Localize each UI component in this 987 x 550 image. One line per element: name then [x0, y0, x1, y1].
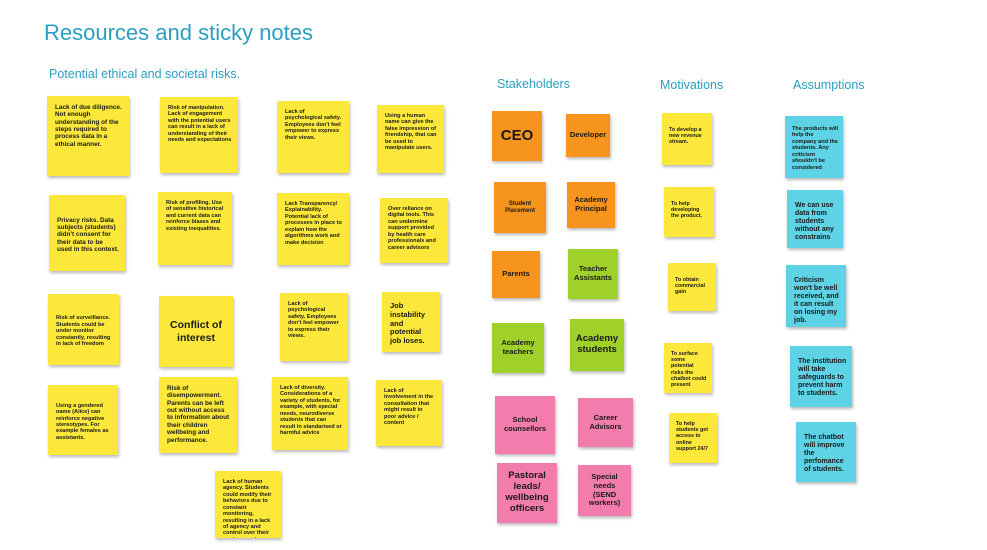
- ethics-note[interactable]: Privacy risks. Data subjects (students) …: [49, 195, 125, 271]
- assumption-note[interactable]: Criticism won't be well received, and it…: [786, 265, 846, 327]
- stakeholder-note[interactable]: Pastoral leads/ wellbeing officers: [497, 463, 557, 523]
- page-title: Resources and sticky notes: [44, 20, 314, 45]
- ethics-note[interactable]: Lack of diversity. Considerations of a v…: [272, 377, 348, 450]
- stakeholder-note[interactable]: Developer: [566, 114, 610, 157]
- ethics-note[interactable]: Risk of disempowerment. Parents can be l…: [159, 377, 237, 453]
- stakeholder-note[interactable]: Academy students: [570, 319, 624, 371]
- motivations-header: Motivations: [660, 78, 724, 92]
- ethics-note[interactable]: Risk of surveillance. Students could be …: [48, 294, 119, 365]
- ethics-note[interactable]: Using a gendered name (Alice) can reinfo…: [48, 385, 118, 455]
- stakeholders-header: Stakeholders: [497, 77, 570, 91]
- motivation-note[interactable]: To help developing the product.: [664, 187, 714, 237]
- ethics-note[interactable]: Lack of involvement in the consultation …: [376, 380, 442, 446]
- stakeholder-note[interactable]: Academy Principal: [567, 182, 615, 228]
- assumption-note[interactable]: The institution will take safeguards to …: [790, 346, 852, 407]
- assumption-note[interactable]: The products will help the company and t…: [785, 116, 843, 178]
- stakeholder-note[interactable]: CEO: [492, 111, 542, 161]
- ethics-note[interactable]: Job instability and potential job loses.: [382, 292, 440, 352]
- stakeholder-note[interactable]: Student Placement: [494, 182, 546, 233]
- assumptions-header: Assumptions: [793, 78, 865, 92]
- ethics-note[interactable]: Lack of psychological safety. Employees …: [277, 101, 349, 173]
- ethics-note[interactable]: Over reliance on digital tools. This can…: [380, 198, 448, 263]
- ethics-note[interactable]: Lack of psychological safety. Employees …: [280, 293, 348, 361]
- stakeholder-note[interactable]: School counsellors: [495, 396, 555, 454]
- ethics-note[interactable]: Risk of manipulation. Lack of engagement…: [160, 97, 238, 173]
- motivation-note[interactable]: To help students get access to online su…: [669, 413, 717, 463]
- stakeholder-note[interactable]: Teacher Assistants: [568, 249, 618, 299]
- ethics-note[interactable]: Lack Transparency/ Explainability. Poten…: [277, 193, 349, 265]
- ethics-note[interactable]: Risk of profiling. Use of sensitive hist…: [158, 192, 232, 265]
- ethics-note[interactable]: Lack of human agency. Students could mod…: [215, 471, 281, 538]
- ethics-note[interactable]: Lack of due diligence. Not enough unders…: [47, 96, 129, 176]
- motivation-note[interactable]: To obtain commercial gain: [668, 263, 716, 311]
- stakeholder-note[interactable]: Special needs (SEND workers): [578, 465, 631, 516]
- ethics-note[interactable]: Conflict of interest: [159, 296, 233, 367]
- ethics-header: Potential ethical and societal risks.: [49, 67, 241, 81]
- stakeholder-note[interactable]: Academy teachers: [492, 323, 544, 373]
- assumption-note[interactable]: The chatbot will improve the perfomance …: [796, 422, 856, 482]
- ethics-note[interactable]: Using a human name can give the false im…: [377, 105, 444, 173]
- motivation-note[interactable]: To develop a new revenue stream.: [662, 113, 712, 165]
- stakeholder-note[interactable]: Career Advisors: [578, 398, 633, 447]
- assumption-note[interactable]: We can use data from students without an…: [787, 190, 843, 248]
- stakeholder-note[interactable]: Parents: [492, 251, 540, 298]
- motivation-note[interactable]: To surface some potential risks the chat…: [664, 343, 712, 393]
